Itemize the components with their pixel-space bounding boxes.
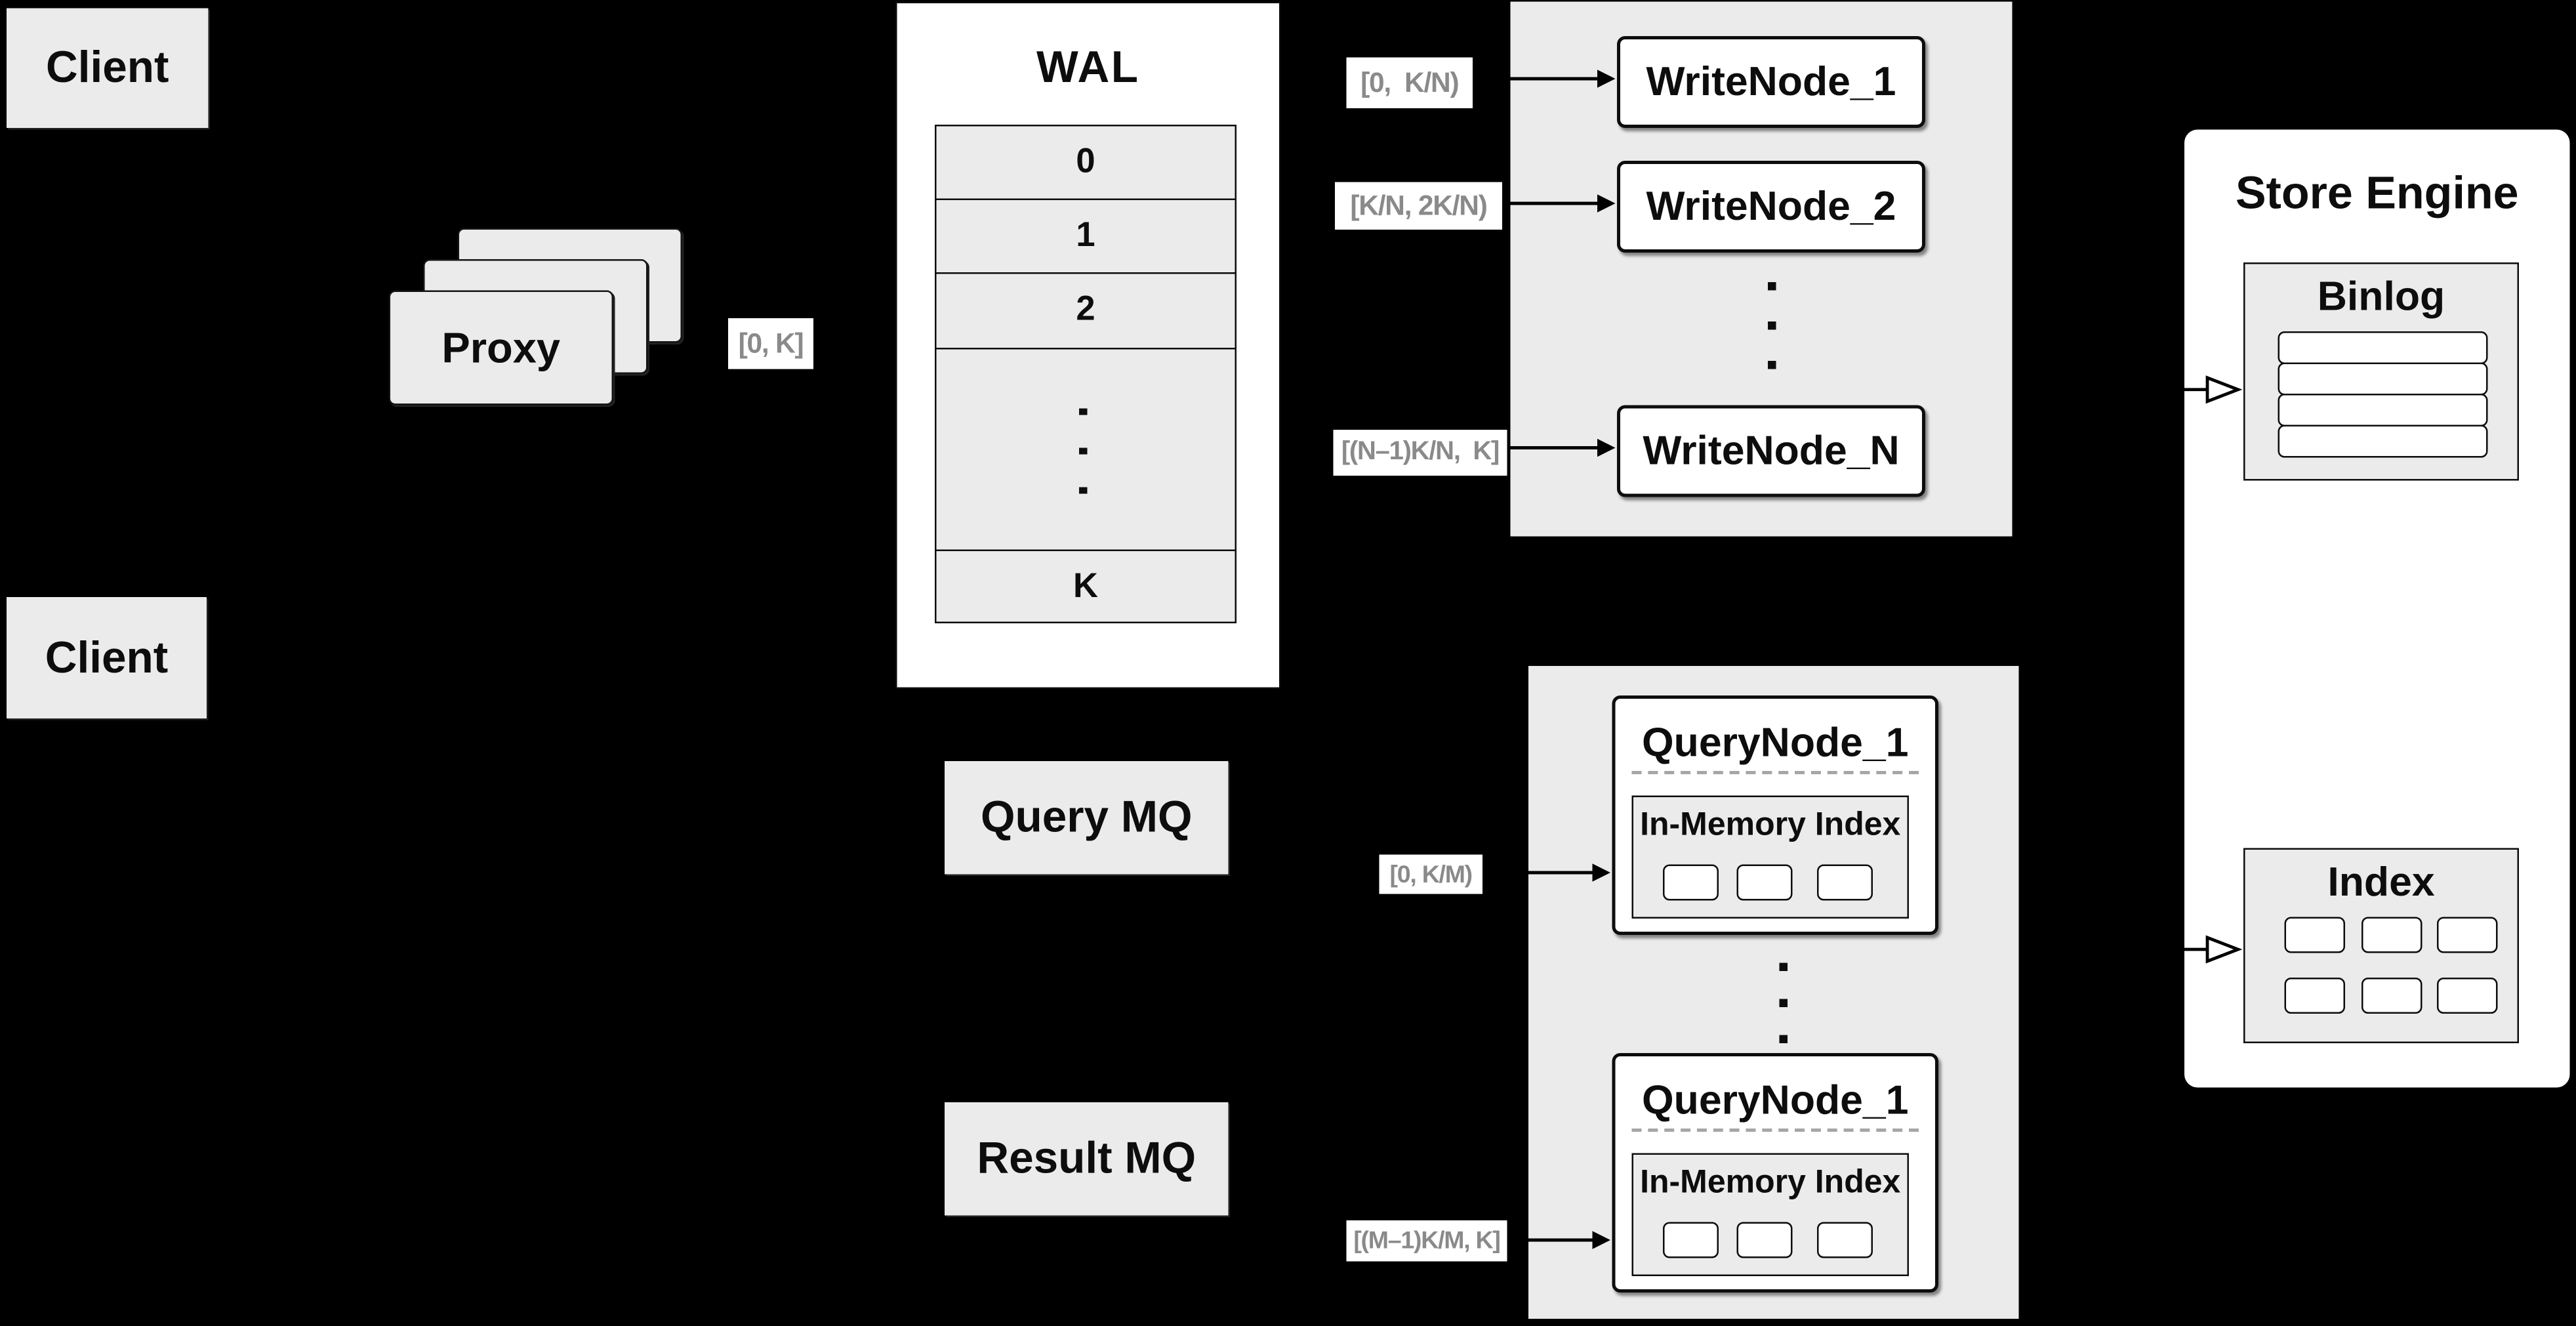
client-box-top: Client [7,8,209,128]
ellipsis-dots [1079,407,1087,415]
wal-row-ellipsis [936,348,1235,552]
wal-row-0: 0 [936,126,1235,200]
ellipsis-dots [1779,963,1787,970]
proxy-label: Proxy [441,322,561,372]
querynode-top-title: QueryNode_1 [1642,720,1909,766]
in-memory-index-bottom: In-Memory Index [1631,1153,1909,1276]
arrow-to-writenode-2 [1502,194,1616,213]
arrow-to-querynode-top [1482,863,1610,882]
range-label-querym: [(M–1)K/M, K] [1346,1220,1507,1262]
range-label-proxy-wal: [0, K] [728,318,813,369]
arrow-to-writenode-1 [1473,70,1616,88]
wal-title: WAL [1036,43,1140,92]
wal-row-1: 1 [936,200,1235,274]
index-title: Index [2327,860,2435,905]
querynode-top-separator [1631,771,1919,774]
store-engine-container: Store Engine Binlog Index [2184,129,2570,1088]
arrow-to-index [2184,935,2243,964]
range-label-writen: [(N–1)K/N, K] [1333,430,1507,476]
in-memory-index-top-title: In-Memory Index [1640,807,1901,843]
arrow-to-binlog [2184,375,2243,404]
result-mq-box: Result MQ [945,1102,1229,1216]
in-memory-index-bottom-title: In-Memory Index [1640,1165,1901,1201]
proxy-box: Proxy [388,290,613,405]
binlog-title: Binlog [2317,274,2445,320]
querynode-bottom-title: QueryNode_1 [1642,1077,1909,1124]
wal-row-k: K [936,551,1235,624]
querynode-bottom-box: QueryNode_1 In-Memory Index [1612,1053,1938,1293]
client-box-bottom: Client [7,597,207,718]
store-engine-title: Store Engine [2235,167,2519,218]
writenode-1-box: WriteNode_1 [1617,36,1925,128]
in-memory-index-top: In-Memory Index [1631,795,1909,919]
range-label-write2: [K/N, 2K/N) [1335,182,1502,230]
range-label-query1: [0, K/M) [1379,854,1482,894]
writenode-n-box: WriteNode_N [1617,405,1925,497]
wal-container: WAL 0 1 2 K [895,1,1281,689]
wal-row-2: 2 [936,274,1235,349]
client-top-label: Client [45,43,169,92]
index-box: Index [2243,848,2519,1043]
index-segment-cell [1663,864,1719,901]
index-cell [2284,917,2345,953]
wal-table: 0 1 2 K [935,125,1237,624]
arrow-to-querynode-bottom [1507,1231,1610,1249]
query-mq-box: Query MQ [945,761,1229,875]
range-label-write1: [0, K/N) [1346,57,1473,108]
querynode-bottom-separator [1631,1129,1919,1132]
client-bottom-label: Client [45,632,169,682]
querynode-top-box: QueryNode_1 In-Memory Index [1612,695,1938,935]
index-segment-cell [1663,1222,1719,1258]
ellipsis-dots [1768,282,1776,290]
binlog-box: Binlog [2243,262,2519,481]
writenode-2-box: WriteNode_2 [1617,161,1925,253]
arrow-to-writenode-n [1507,438,1616,457]
